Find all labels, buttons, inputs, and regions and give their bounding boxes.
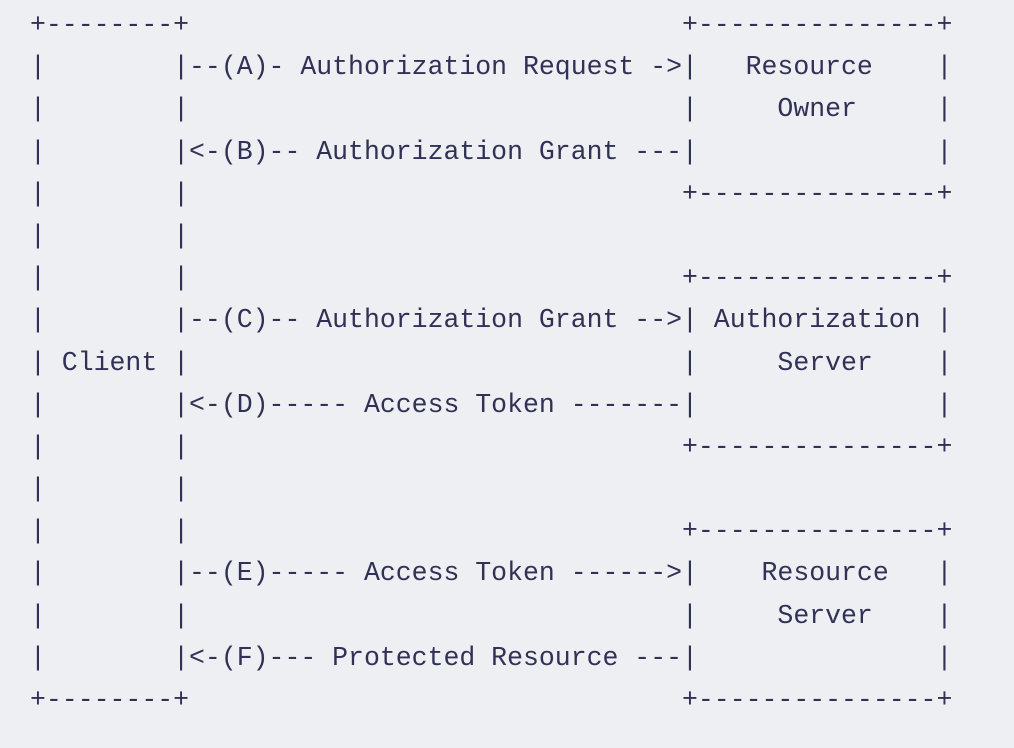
ascii-line-owner-box-bottom: | | +---------------+	[30, 178, 953, 209]
ascii-line-bottom-borders: +--------+ +---------------+	[30, 685, 953, 715]
ascii-line-resource-server-label: | | | Server |	[30, 600, 953, 631]
ascii-line-auth-box-top: | | +---------------+	[30, 263, 953, 294]
oauth-flow-ascii-diagram: +--------+ +---------------+ | |--(A)- A…	[30, 4, 1014, 721]
ascii-line-step-f: | |<-(F)--- Protected Resource ---| |	[30, 642, 953, 673]
ascii-line-step-d: | |<-(D)----- Access Token -------| |	[30, 389, 953, 420]
ascii-line-step-c: | |--(C)-- Authorization Grant -->| Auth…	[30, 305, 953, 336]
ascii-line-client-spacer-2: | |	[30, 474, 190, 505]
ascii-line-client-label: | Client | | Server |	[30, 347, 953, 378]
ascii-line-client-spacer-1: | |	[30, 220, 190, 251]
ascii-line-step-b: | |<-(B)-- Authorization Grant ---| |	[30, 136, 953, 167]
ascii-line-resource-box-top: | | +---------------+	[30, 516, 953, 547]
ascii-line-step-e: | |--(E)----- Access Token ------>| Reso…	[30, 558, 953, 589]
ascii-line-step-a: | |--(A)- Authorization Request ->| Reso…	[30, 52, 953, 83]
ascii-line-top-borders: +--------+ +---------------+	[30, 10, 953, 40]
ascii-line-resource-owner-label: | | | Owner |	[30, 94, 953, 125]
ascii-line-auth-box-bottom: | | +---------------+	[30, 431, 953, 462]
